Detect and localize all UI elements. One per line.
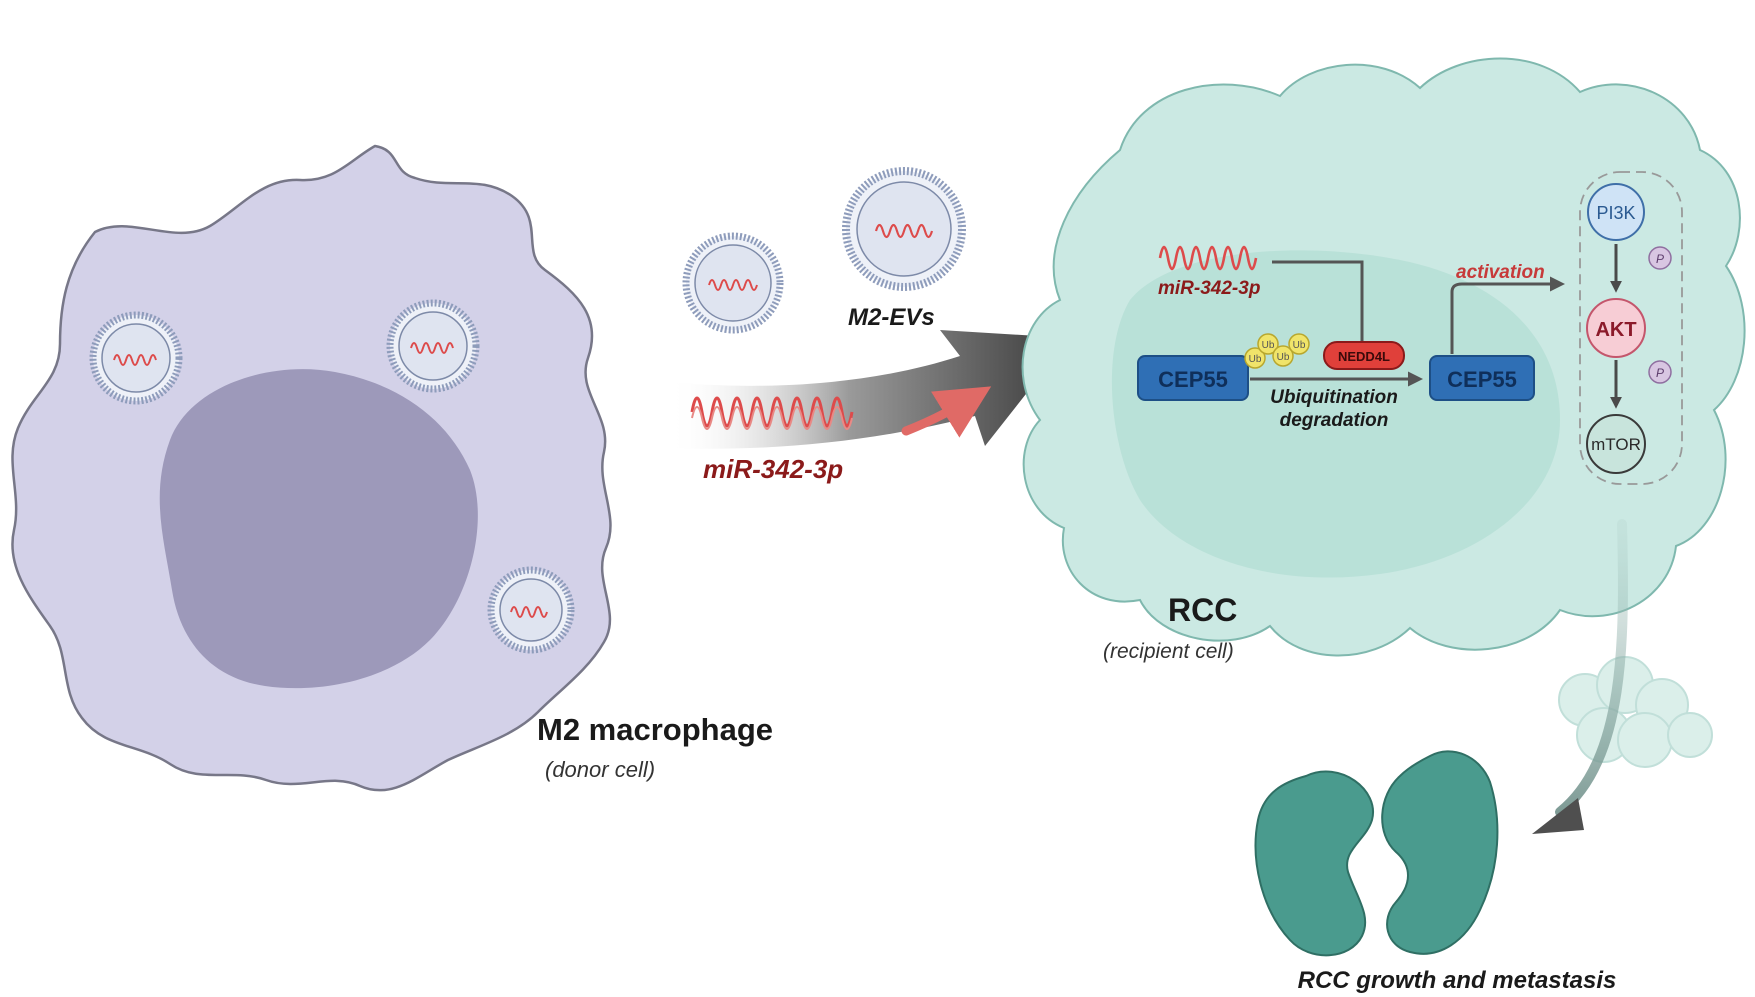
rcc-nucleus — [1111, 250, 1560, 578]
akt-label: AKT — [1595, 319, 1636, 341]
ubiquitin-chain: Ub Ub Ub Ub — [1244, 333, 1310, 369]
extracellular-vesicle — [842, 167, 966, 291]
cep55-protein-right — [1429, 355, 1535, 401]
ubiquitin-label: Ub — [1249, 354, 1262, 365]
metastasis-arrow-head — [1532, 798, 1584, 834]
tumor-cluster — [1558, 656, 1713, 768]
extracellular-vesicle — [89, 311, 183, 405]
macrophage-nucleus — [159, 369, 478, 689]
mirna-strand-icon — [874, 223, 934, 239]
cep55-left-label: CEP55 — [1158, 367, 1228, 392]
cep55-protein-left — [1137, 355, 1249, 401]
pi3k-node — [1587, 183, 1645, 241]
ubiquitin-label: Ub — [1293, 340, 1306, 351]
mirna-strand-shadow — [691, 406, 853, 430]
ubiquitin-label: Ub — [1277, 352, 1290, 363]
nedd4l-protein — [1323, 341, 1405, 370]
donor-cell-title: M2 macrophage — [537, 712, 773, 747]
mirna-strand-icon — [708, 279, 758, 291]
mtor-label: mTOR — [1591, 435, 1641, 454]
extracellular-vesicle — [386, 299, 480, 393]
ubiquitin-label: Ub — [1262, 340, 1275, 351]
metastasis-arrow — [1555, 519, 1628, 817]
activation-label: activation — [1456, 262, 1545, 283]
cep55-right-label: CEP55 — [1447, 367, 1517, 392]
mirna-strand-icon — [113, 354, 157, 366]
kidney-pair — [1254, 750, 1499, 957]
extracellular-vesicle — [487, 566, 575, 654]
extracellular-vesicle — [682, 232, 784, 334]
donor-cell-subtitle: (donor cell) — [545, 757, 655, 782]
rcc-mirna-label: miR-342-3p — [1158, 278, 1260, 299]
m2-macrophage-cell — [11, 144, 612, 792]
ubiquitin-icon — [1272, 345, 1294, 367]
kidney-icon — [1254, 770, 1375, 957]
mirna-strand-icon — [690, 396, 854, 428]
inhibition-line — [1272, 260, 1364, 348]
uptake-arrow — [901, 386, 992, 438]
activation-arrow — [1450, 276, 1565, 354]
recipient-cell-title: RCC — [1168, 592, 1237, 628]
mirna-strand-icon — [410, 342, 454, 354]
pi3k-label: PI3K — [1596, 203, 1635, 223]
phosphate-icon — [1648, 246, 1672, 270]
ubiquitin-icon — [1244, 347, 1266, 369]
ubiquitin-icon — [1288, 333, 1310, 355]
nedd4l-label: NEDD4L — [1338, 349, 1390, 364]
degradation-label-2: degradation — [1280, 410, 1389, 431]
phosphate-label: P — [1656, 252, 1664, 266]
mirna-strand-icon — [510, 606, 548, 618]
vesicles-label: M2-EVs — [848, 304, 935, 331]
pathway-box — [1579, 171, 1683, 485]
vesicle-group-donor — [89, 299, 575, 654]
ubiquitin-icon — [1257, 333, 1279, 355]
degradation-label-1: Ubiquitination — [1270, 387, 1398, 408]
akt-node — [1586, 298, 1646, 358]
transfer-arrow — [668, 330, 1070, 449]
mirna-strand-icon — [1158, 245, 1258, 271]
kidney-icon — [1381, 750, 1499, 955]
recipient-cell-subtitle: (recipient cell) — [1103, 640, 1234, 663]
free-vesicle-group — [682, 167, 966, 334]
mtor-node — [1586, 414, 1646, 474]
transfer-mirna-label: miR-342-3p — [703, 454, 843, 484]
outcome-label: RCC growth and metastasis — [1298, 967, 1617, 994]
phosphate-label: P — [1656, 366, 1664, 380]
phosphate-icon — [1648, 360, 1672, 384]
